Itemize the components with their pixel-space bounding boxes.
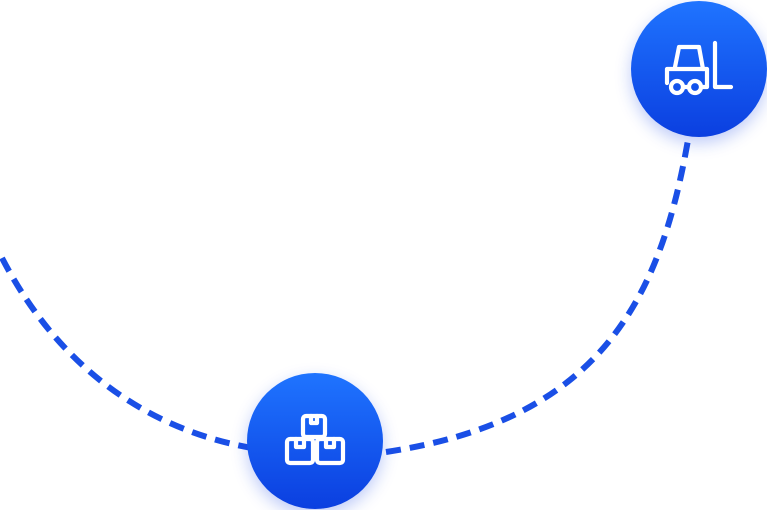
boxes-icon [284,413,346,466]
forklift-icon [664,40,734,96]
route-segment-left [0,256,253,451]
boxes-node[interactable] [247,373,383,509]
forklift-node[interactable] [631,1,767,137]
route-segment-right [385,139,691,455]
